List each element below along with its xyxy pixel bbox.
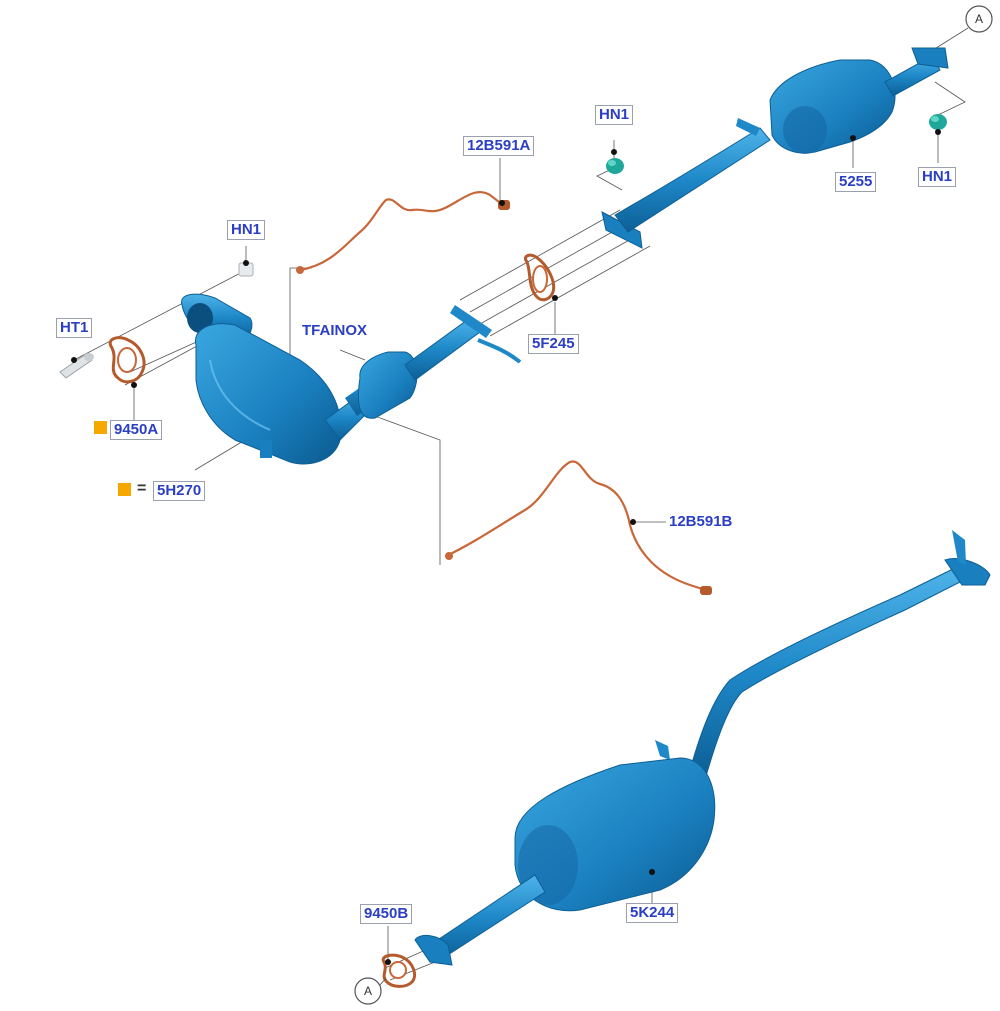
label-hn1-center: HN1 — [595, 105, 634, 125]
gasket-9450b — [381, 953, 417, 988]
callout-dots — [71, 129, 941, 965]
center-muffler-5255 — [601, 47, 949, 249]
label-12b591b: 12B591B — [669, 513, 733, 530]
ref-circle-a-top: A — [965, 5, 993, 33]
sensor-wire-12b591a — [296, 191, 510, 274]
label-tfainox: TFAINOX — [302, 322, 368, 339]
label-9450a: 9450A — [110, 420, 163, 440]
marker-9450a — [94, 421, 107, 434]
label-hn1-right: HN1 — [918, 167, 957, 187]
legend-code-5h270: 5H270 — [153, 481, 206, 501]
gasket-5f245 — [523, 253, 556, 302]
label-ht1: HT1 — [56, 318, 93, 338]
label-9450b: 9450B — [360, 904, 413, 924]
intermediate-pipe-tfainox — [345, 305, 522, 419]
label-5f245: 5F245 — [528, 334, 579, 354]
catalytic-converter-5h270 — [181, 293, 374, 465]
gasket-9450a — [108, 336, 146, 384]
ref-circle-a-bottom: A — [354, 977, 387, 1005]
sensor-wire-12b591b — [445, 460, 712, 595]
label-12b591a: 12B591A — [463, 136, 535, 156]
svg-text:A: A — [364, 984, 372, 998]
hanger-hn1-center — [606, 158, 624, 174]
label-5255: 5255 — [835, 172, 877, 192]
hanger-hn1-right — [929, 114, 947, 130]
stud-ht1 — [59, 353, 94, 379]
legend-marker — [118, 483, 131, 496]
label-hn1-left: HN1 — [227, 220, 266, 240]
label-5k244: 5K244 — [626, 903, 679, 923]
svg-text:A: A — [975, 12, 983, 26]
leader-lines — [73, 27, 969, 981]
rear-muffler-5k244 — [414, 530, 991, 966]
legend-equals: = — [137, 480, 147, 497]
